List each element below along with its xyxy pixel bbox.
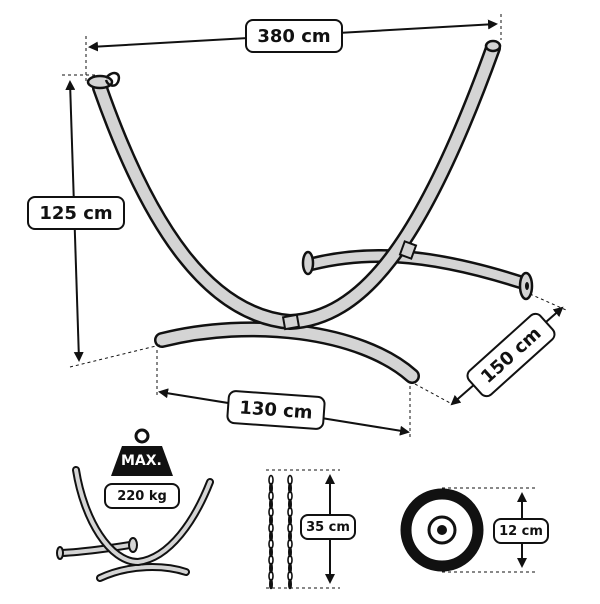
chain-link	[268, 514, 273, 526]
front-base-tube	[154, 321, 420, 384]
chain-link	[268, 498, 273, 510]
chain-link	[268, 530, 273, 542]
chain-length-label: 35 cm	[300, 514, 356, 540]
main-stand	[86, 39, 534, 384]
mini-stand-icon	[56, 466, 214, 582]
chain-link	[268, 562, 273, 574]
chain-link	[268, 482, 273, 494]
chain-link	[287, 498, 292, 510]
chain-link	[287, 514, 292, 526]
height-label: 125 cm	[27, 196, 125, 230]
chain-strand	[287, 474, 293, 590]
chain-link	[287, 530, 292, 542]
chain-icon	[266, 469, 340, 590]
chain-link	[287, 546, 292, 558]
max-weight-label: 220 kg	[104, 483, 180, 509]
chain-link	[287, 482, 292, 494]
width-label: 380 cm	[245, 19, 343, 53]
arc-tube	[86, 39, 502, 331]
max-label: MAX.	[121, 453, 162, 469]
chain-link	[287, 562, 292, 574]
chain-link	[287, 578, 292, 590]
back-base-tube	[301, 248, 534, 301]
weight-icon	[111, 428, 173, 476]
base-length-label: 130 cm	[225, 389, 327, 431]
chain-strand	[268, 474, 274, 590]
chain-link	[268, 578, 273, 590]
ring-diameter-label: 12 cm	[493, 518, 549, 544]
chain-link	[268, 546, 273, 558]
